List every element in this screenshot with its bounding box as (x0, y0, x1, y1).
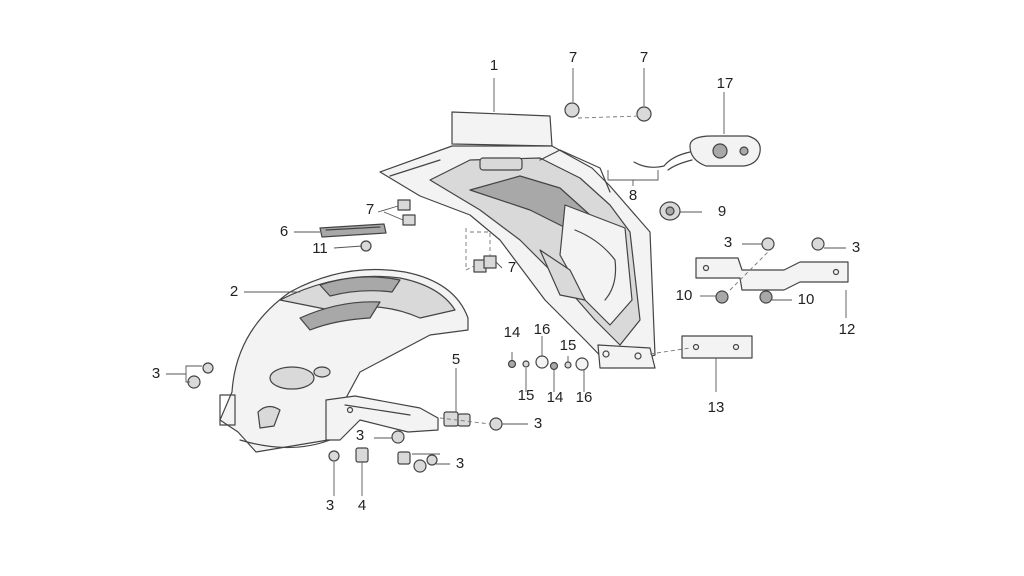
callout-10: 10 (676, 287, 693, 304)
callout-15: 15 (560, 337, 577, 354)
callout-10: 10 (798, 291, 815, 308)
part-reflector (319, 223, 387, 238)
callout-3: 3 (356, 427, 364, 444)
callout-5: 5 (452, 351, 460, 368)
callout-3: 3 (852, 239, 860, 256)
callout-11: 11 (312, 240, 328, 257)
callout-3: 3 (456, 455, 464, 472)
callout-4: 4 (358, 497, 366, 514)
part-license-plate-bracket (695, 257, 849, 291)
callout-9: 9 (718, 203, 726, 220)
callout-6: 6 (280, 223, 288, 240)
callout-12: 12 (839, 321, 856, 338)
part-rubber-bushing (659, 201, 681, 221)
callout-17: 17 (717, 75, 734, 92)
part-rear-fender-assembly (379, 111, 656, 369)
leader-lines (166, 68, 847, 496)
callout-8: 8 (629, 187, 637, 204)
callout-7: 7 (569, 49, 577, 66)
part-front-fender (219, 268, 469, 453)
callout-3: 3 (724, 234, 732, 251)
callout-14: 14 (504, 324, 521, 341)
callout-13: 13 (708, 399, 725, 416)
callout-7: 7 (366, 201, 374, 218)
callout-3: 3 (152, 365, 160, 382)
callout-2: 2 (230, 283, 238, 300)
callout-1: 1 (490, 57, 498, 74)
callout-14: 14 (547, 389, 564, 406)
fasteners (187, 102, 825, 473)
callout-16: 16 (576, 389, 593, 406)
part-fender-support-bracket (325, 395, 439, 441)
callout-labels: 1 7 7 17 8 9 7 6 11 7 2 3 5 14 16 15 15 … (152, 49, 860, 514)
callout-15: 15 (518, 387, 535, 404)
part-plate-holder (681, 335, 753, 359)
callout-7: 7 (508, 259, 516, 276)
callout-3: 3 (326, 497, 334, 514)
callout-7: 7 (640, 49, 648, 66)
callout-3: 3 (534, 415, 542, 432)
part-tail-light (633, 135, 761, 171)
callout-16: 16 (534, 321, 551, 338)
